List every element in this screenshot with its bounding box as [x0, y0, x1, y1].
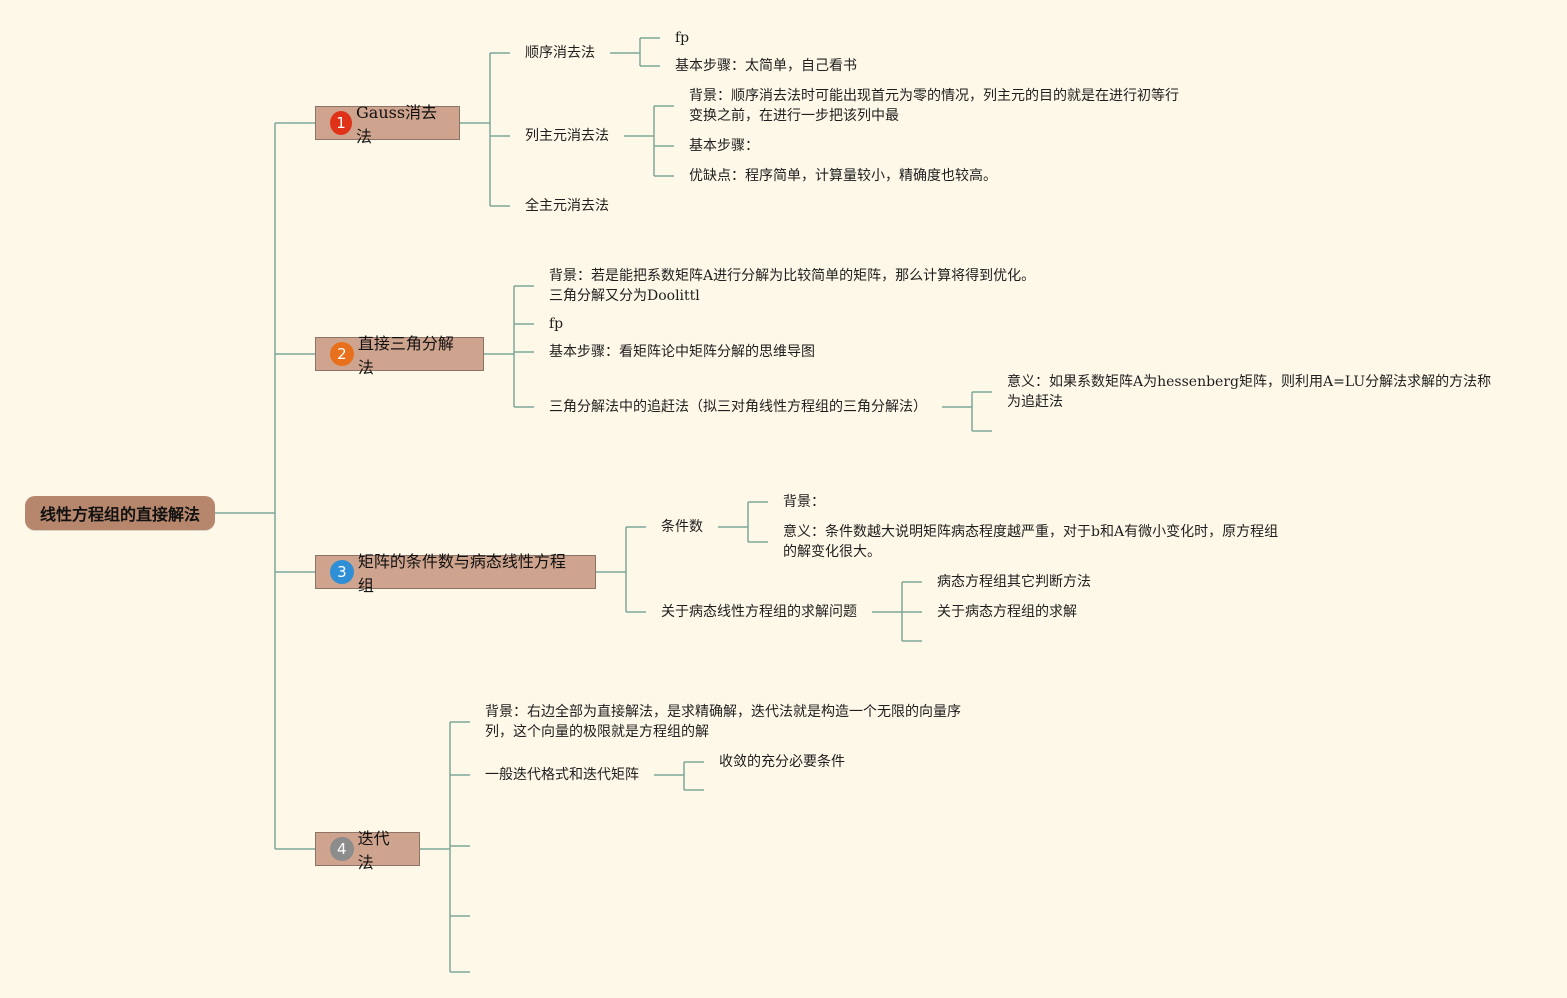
chase-method-node[interactable]: 三角分解法中的追赶法（拟三对角线性方程组的三角分解法）: [549, 399, 927, 415]
main-topic-triangular[interactable]: 2 直接三角分解法: [315, 334, 484, 377]
cond-label: 矩阵的条件数与病态线性方程组: [357, 552, 566, 595]
tri-background-node[interactable]: 背景：若是能把系数矩阵A进行分解为比较简单的矩阵，那么计算将得到优化。三角分解又…: [549, 268, 1036, 304]
priority-3-icon: 3: [330, 560, 354, 584]
pivot-steps-node[interactable]: 基本步骤：: [689, 138, 759, 154]
tri-label: 直接三角分解法: [357, 334, 454, 377]
priority-4-icon: 4: [330, 837, 354, 861]
convergence-node[interactable]: 收敛的充分必要条件: [719, 754, 845, 770]
pivot-pros-node[interactable]: 优缺点：程序简单，计算量较小，精确度也较高。: [689, 168, 997, 184]
tri-fp-node[interactable]: fp: [549, 316, 564, 332]
iter-background-node[interactable]: 背景：右边全部为直接解法，是求精确解，迭代法就是构造一个无限的向量序列，这个向量…: [485, 704, 961, 740]
main-topic-iteration[interactable]: 4 迭代法: [315, 829, 420, 872]
ill-solve-node[interactable]: 关于病态方程组的求解: [937, 604, 1077, 620]
pivot-background-node[interactable]: 背景：顺序消去法时可能出现首元为零的情况，列主元的目的就是在进行初等行变换之前，…: [689, 88, 1179, 124]
condition-number-node[interactable]: 条件数: [661, 519, 703, 535]
main-topic-gauss[interactable]: 1 Gauss消去法: [315, 103, 460, 146]
cond-background-node[interactable]: 背景：: [783, 494, 825, 510]
tri-steps-node[interactable]: 基本步骤：看矩阵论中矩阵分解的思维导图: [549, 344, 815, 360]
chase-meaning-node[interactable]: 意义：如果系数矩阵A为hessenberg矩阵，则利用A=LU分解法求解的方法称…: [1007, 374, 1492, 410]
priority-1-icon: 1: [330, 111, 352, 135]
cond-meaning-node[interactable]: 意义：条件数越大说明矩阵病态程度越严重，对于b和A有微小变化时，原方程组的解变化…: [783, 524, 1279, 560]
iter-label: 迭代法: [357, 829, 390, 872]
seq-fp-node[interactable]: fp: [675, 30, 690, 46]
pivot-elim-node[interactable]: 列主元消去法: [525, 128, 609, 144]
ill-conditioned-node[interactable]: 关于病态线性方程组的求解问题: [661, 604, 857, 620]
seq-steps-node[interactable]: 基本步骤：太简单，自己看书: [675, 58, 857, 74]
seq-elim-node[interactable]: 顺序消去法: [525, 45, 595, 61]
general-iteration-node[interactable]: 一般迭代格式和迭代矩阵: [485, 767, 639, 783]
main-topic-condition[interactable]: 3 矩阵的条件数与病态线性方程组: [315, 552, 596, 595]
priority-2-icon: 2: [330, 342, 354, 366]
gauss-label: Gauss消去法: [356, 103, 438, 146]
root-label: 线性方程组的直接解法: [39, 505, 200, 524]
full-pivot-node[interactable]: 全主元消去法: [525, 198, 609, 214]
ill-other-method-node[interactable]: 病态方程组其它判断方法: [937, 574, 1091, 590]
root-topic[interactable]: 线性方程组的直接解法: [25, 496, 215, 530]
